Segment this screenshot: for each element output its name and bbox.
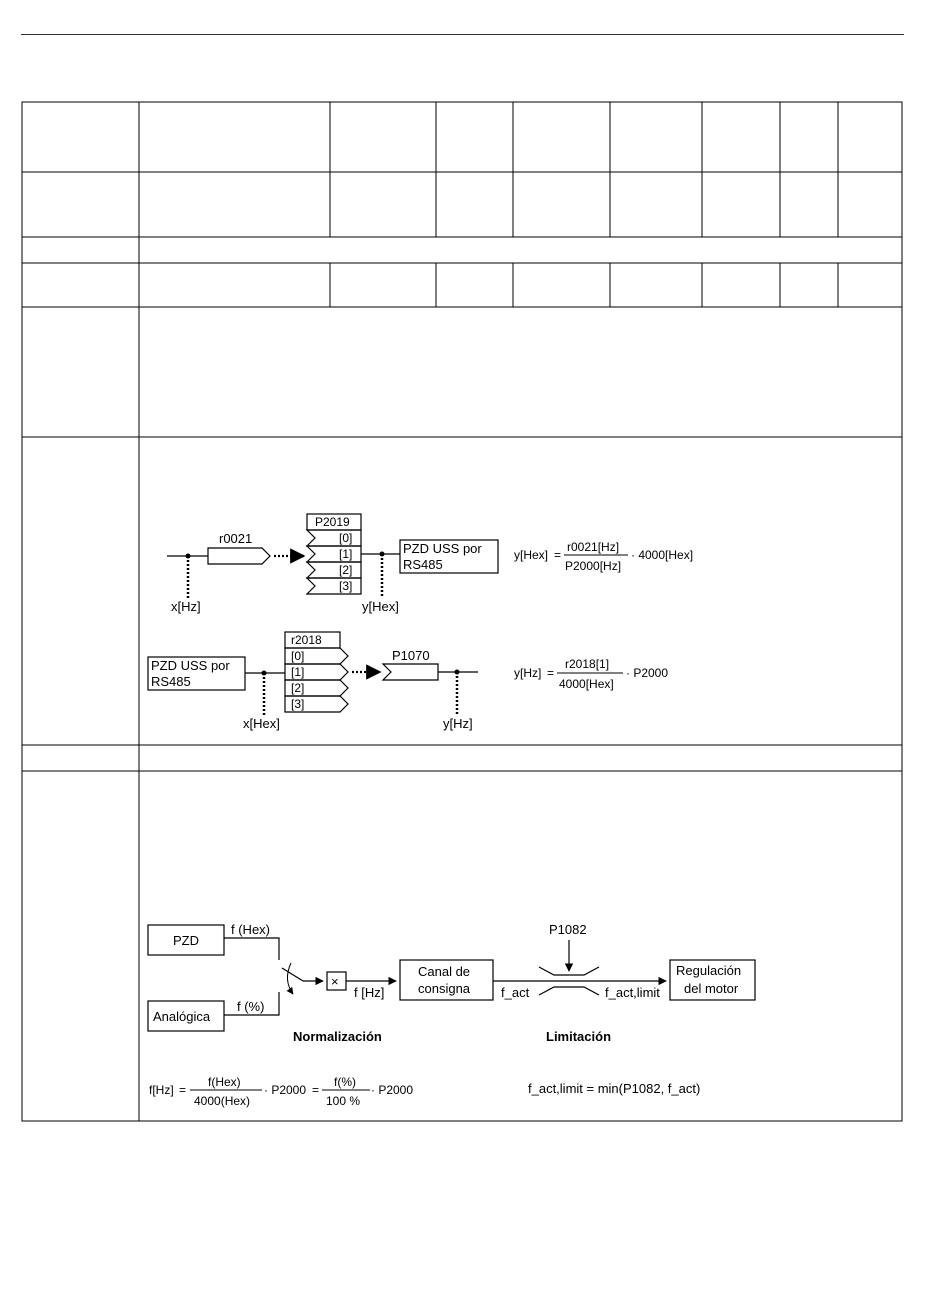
d3-limit-title: Limitación <box>546 1029 611 1044</box>
d2-source-line2: RS485 <box>151 674 191 689</box>
d3-f-act: f_act <box>501 985 530 1000</box>
d1-connector-box <box>207 547 271 565</box>
d3-canal-box <box>399 959 494 1001</box>
d3-norm-title: Normalización <box>293 1029 382 1044</box>
d2-in-label: x[Hex] <box>243 716 280 731</box>
d3-frac1-den: 4000(Hex) <box>194 1094 250 1108</box>
d2-box-label: P1070 <box>392 648 430 663</box>
d1-target-line2: RS485 <box>403 557 443 572</box>
d3-analog-signal: f (%) <box>237 999 264 1014</box>
d3-selector-switch <box>281 967 304 982</box>
d1-index-1: [1] <box>339 547 352 561</box>
d3-pzd-label: PZD <box>173 933 199 948</box>
d1-index-0: [0] <box>339 531 352 545</box>
d2-formula-lhs: y[Hz] <box>514 666 541 680</box>
d1-box-label: r0021 <box>219 531 252 546</box>
d3-frac2-num: f(%) <box>334 1075 356 1089</box>
d2-array-name: r2018 <box>291 633 322 647</box>
d3-analog-label: Analógica <box>153 1009 211 1024</box>
d2-out-label: y[Hz] <box>443 716 473 731</box>
d3-formula-lhs: f[Hz] <box>149 1083 174 1097</box>
d3-formula-mid: · P2000 <box>264 1083 306 1097</box>
d3-limit-param: P1082 <box>549 922 587 937</box>
diagram-1-send: x[Hz] r0021 P2019 [0] [1] [2] [3] y[Hex]… <box>167 513 693 614</box>
header-rule <box>21 34 904 35</box>
d1-formula-num: r0021[Hz] <box>567 540 619 554</box>
d3-analog-box <box>147 1000 225 1032</box>
diagram-3-setpoint: PZD f (Hex) Analógica f (%) × f [Hz] Nor… <box>147 922 756 1108</box>
d3-formula-end: · P2000 <box>371 1083 413 1097</box>
d1-index-2: [2] <box>339 563 352 577</box>
d3-f-act-limit: f_act,limit <box>605 985 660 1000</box>
d3-frac1-num: f(Hex) <box>208 1075 241 1089</box>
d3-canal-line1: Canal de <box>418 964 470 979</box>
d2-source-line1: PZD USS por <box>151 658 230 673</box>
d2-index-2: [2] <box>291 681 304 695</box>
d2-connector-box <box>381 663 439 681</box>
d3-pzd-box <box>147 924 225 956</box>
d3-motor-box <box>669 959 756 1001</box>
d1-formula-lhs: y[Hex] <box>514 548 548 562</box>
d3-pzd-signal: f (Hex) <box>231 922 270 937</box>
d3-motor-line2: del motor <box>684 981 739 996</box>
d3-hz-signal: f [Hz] <box>354 985 384 1000</box>
svg-text:=: = <box>547 666 554 680</box>
diagram-2-receive: PZD USS por RS485 x[Hex] r2018 [0] [1] [… <box>147 631 668 731</box>
d1-target-box <box>399 539 499 574</box>
svg-text:=: = <box>312 1083 319 1097</box>
d1-formula-den: P2000[Hz] <box>565 559 621 573</box>
d1-in-label: x[Hz] <box>171 599 201 614</box>
d2-formula-num: r2018[1] <box>565 657 609 671</box>
svg-text:=: = <box>179 1083 186 1097</box>
d3-frac2-den: 100 % <box>326 1094 360 1108</box>
d3-limiter <box>538 966 600 976</box>
d3-limit-formula: f_act,limit = min(P1082, f_act) <box>528 1081 700 1096</box>
d2-index-1: [1] <box>291 665 304 679</box>
d1-target-line1: PZD USS por <box>403 541 482 556</box>
d3-multiplier: × <box>331 974 339 989</box>
d1-out-label: y[Hex] <box>362 599 399 614</box>
d3-motor-line1: Regulación <box>676 963 741 978</box>
d2-index-3: [3] <box>291 697 304 711</box>
svg-text:=: = <box>554 548 561 562</box>
d2-formula-rhs: · P2000 <box>626 666 668 680</box>
d1-formula-rhs: · 4000[Hex] <box>631 548 693 562</box>
parameter-table <box>21 101 903 1122</box>
d2-formula-den: 4000[Hex] <box>559 677 614 691</box>
d1-index-3: [3] <box>339 579 352 593</box>
d2-index-0: [0] <box>291 649 304 663</box>
d1-array-name: P2019 <box>315 515 350 529</box>
d3-canal-line2: consigna <box>418 981 471 996</box>
